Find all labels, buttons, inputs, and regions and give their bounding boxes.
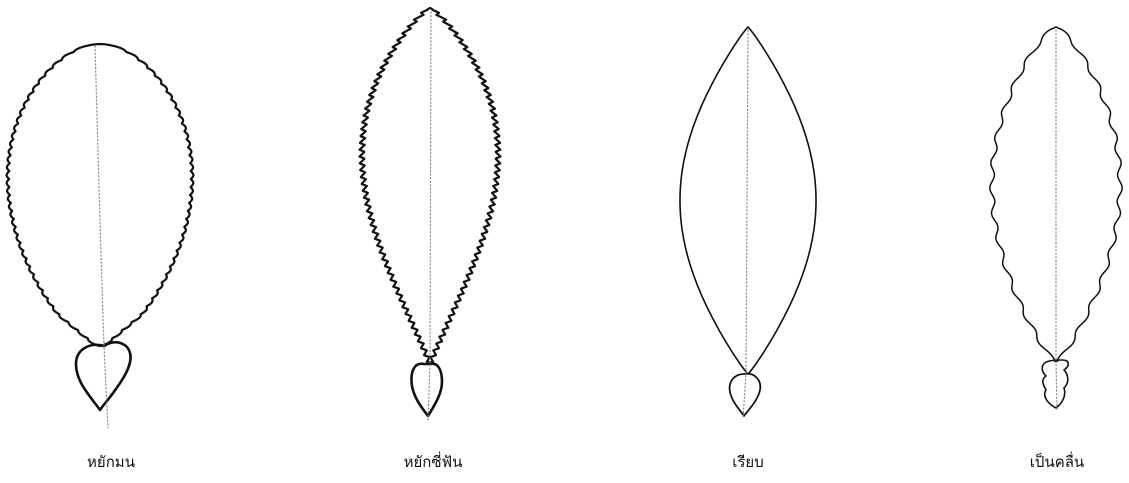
leaf-undulate-label: เป็นคลื่น <box>967 452 1129 472</box>
leaf-crenate <box>7 44 194 428</box>
leaf-undulate-petiole-scale <box>1042 360 1068 408</box>
leaf-entire-blade <box>680 27 816 374</box>
leaf-entire <box>680 27 816 418</box>
leaf-crenate-label: หยักมน <box>21 452 201 472</box>
leaf-crenate-midrib <box>95 46 108 428</box>
leaf-crenate-petiole-scale <box>76 342 131 410</box>
leaf-serrate-petiole-scale <box>412 364 443 416</box>
leaf-undulate-midrib <box>1056 30 1057 410</box>
leaf-serrate-label: หยักซี่ฟัน <box>343 452 523 472</box>
leaf-undulate <box>990 27 1122 410</box>
leaf-entire-label: เรียบ <box>658 452 838 472</box>
leaf-entire-midrib <box>743 30 748 418</box>
leaf-serrate <box>360 8 501 420</box>
leaf-crenate-blade <box>7 44 194 346</box>
